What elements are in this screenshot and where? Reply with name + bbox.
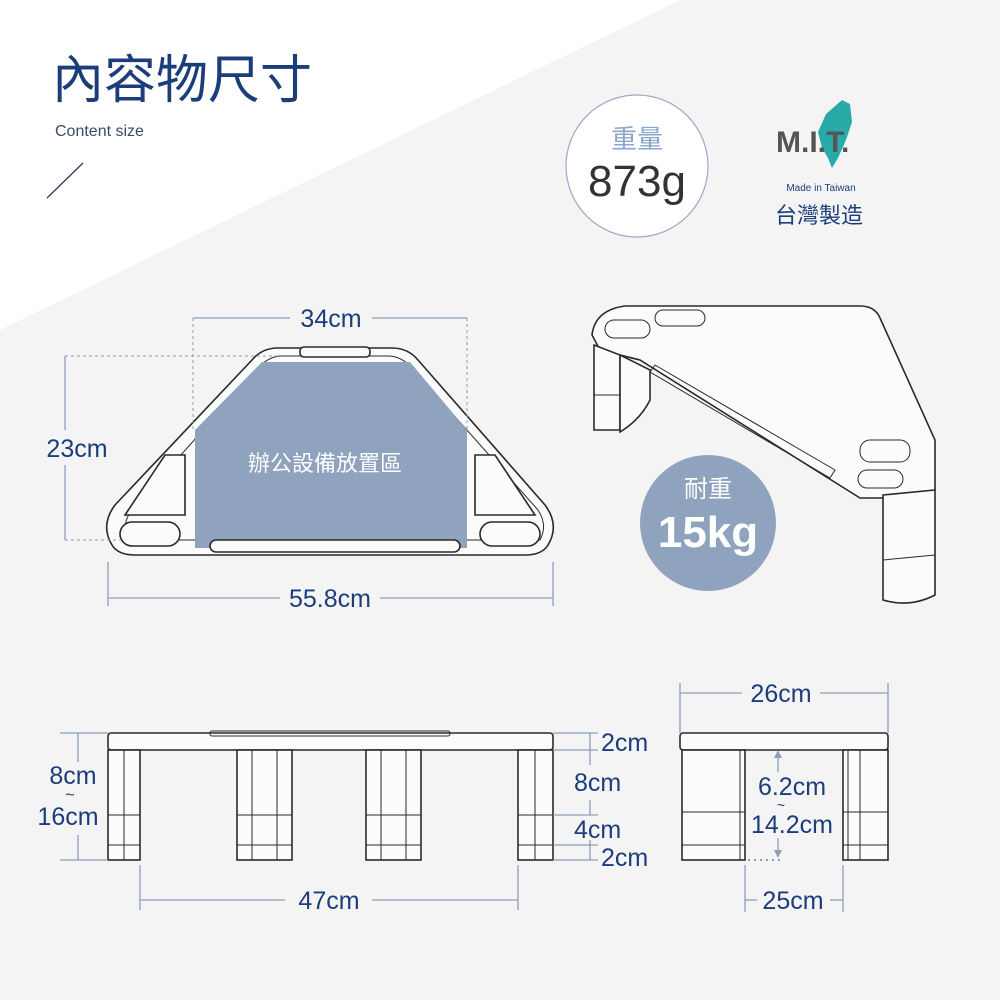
page-title: 內容物尺寸	[52, 52, 312, 110]
load-label: 耐重	[684, 476, 732, 503]
top-view: 辦公設備放置區 34cm 23cm 55.8cm	[46, 305, 555, 613]
weight-badge: 重量 873g	[565, 94, 709, 238]
mit-tagline: Made in Taiwan	[786, 183, 855, 194]
front-seg-lower-label: 4cm	[574, 816, 621, 844]
equipment-area	[195, 362, 467, 548]
equipment-area-label: 辦公設備放置區	[248, 451, 402, 476]
mit-label: 台灣製造	[775, 203, 863, 228]
side-clearance-min-label: 6.2cm	[758, 773, 826, 801]
side-leg-span-label: 25cm	[762, 887, 823, 915]
background-panel	[0, 0, 680, 330]
top-inner-width-label: 34cm	[300, 305, 361, 333]
load-value: 15kg	[658, 508, 758, 557]
top-depth-label: 23cm	[46, 435, 107, 463]
front-height-max-label: 16cm	[37, 803, 98, 831]
front-seg-top-label: 2cm	[601, 729, 648, 757]
front-view: 8cm ~ 16cm 2cm 8cm 4cm 2cm 47cm	[37, 729, 648, 915]
weight-value: 873g	[588, 157, 686, 206]
page-subtitle: Content size	[55, 123, 144, 140]
front-height-tilde: ~	[65, 787, 74, 804]
side-clearance-tilde: ~	[777, 797, 785, 813]
mit-logo-text: M.I.T.	[776, 126, 849, 159]
mit-logo: M.I.T. Made in Taiwan 台灣製造	[775, 100, 863, 228]
front-seg-upper-label: 8cm	[574, 769, 621, 797]
front-height-min-label: 8cm	[49, 762, 96, 790]
top-total-width-label: 55.8cm	[289, 585, 371, 613]
front-seg-bottom-label: 2cm	[601, 844, 648, 872]
decor-slash	[46, 162, 84, 199]
side-view: 26cm 6.2cm ~ 14.2cm 25cm	[679, 680, 889, 915]
perspective-view	[591, 305, 936, 604]
load-capacity-badge: 耐重 15kg	[640, 455, 776, 591]
taiwan-map-icon	[818, 100, 852, 168]
weight-label: 重量	[611, 124, 663, 154]
side-depth-label: 26cm	[750, 680, 811, 708]
side-clearance-max-label: 14.2cm	[751, 811, 833, 839]
front-leg-span-label: 47cm	[298, 887, 359, 915]
